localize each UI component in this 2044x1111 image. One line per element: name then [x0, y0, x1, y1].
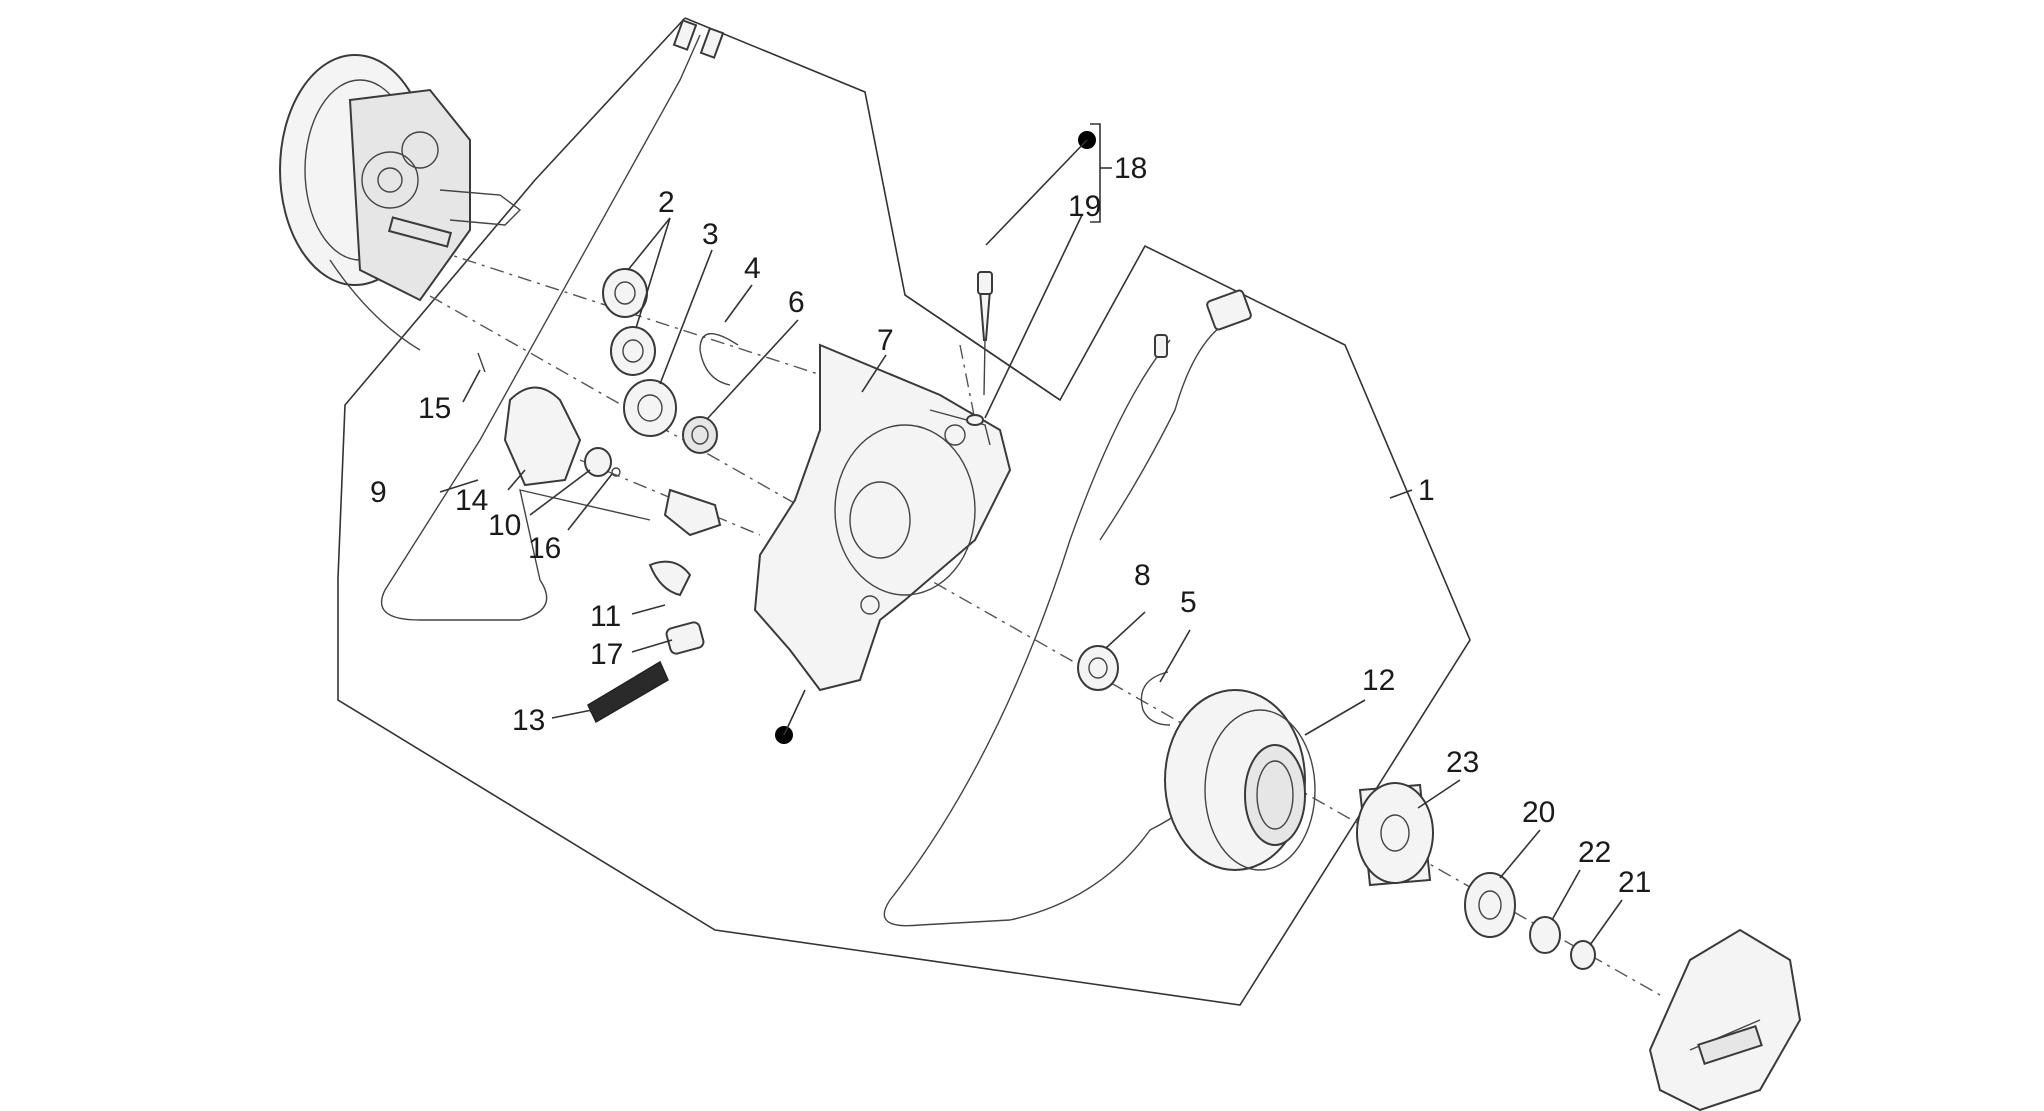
- callout-18: 18: [1114, 152, 1147, 185]
- callout-22: 22: [1578, 836, 1611, 869]
- callout-2: 2: [658, 186, 675, 219]
- nut-21: [1570, 940, 1596, 970]
- stator-cable-plug: [1154, 334, 1168, 358]
- ring-16: [611, 467, 621, 477]
- bearing-2: [602, 268, 656, 376]
- callout-13: 13: [512, 704, 545, 737]
- callout-14: 14: [455, 484, 488, 517]
- generator-cover-housing: [753, 343, 1012, 692]
- circlip-5: [1140, 671, 1171, 726]
- seal-6: [682, 416, 718, 454]
- screw-15: [477, 352, 486, 373]
- washer-22: [1529, 916, 1561, 954]
- clip-11: [648, 560, 692, 597]
- callout-12: 12: [1362, 664, 1395, 697]
- bearing-8: [1077, 645, 1119, 691]
- stator-connector: [1206, 289, 1252, 331]
- stator-12: [1164, 689, 1316, 871]
- outer-cover: [1648, 928, 1802, 1111]
- washer-10: [584, 447, 612, 477]
- dipstick-18: [977, 271, 993, 396]
- assembly-outline-right: [904, 294, 1061, 401]
- callout-15: 15: [418, 392, 451, 425]
- callout-10: 10: [488, 509, 521, 542]
- callout-20: 20: [1522, 796, 1555, 829]
- spring-13: [587, 660, 669, 724]
- callout-19: 19: [1068, 190, 1101, 223]
- o-ring-19: [966, 414, 984, 426]
- callout-11: 11: [590, 600, 621, 633]
- callout-1: 1: [1418, 474, 1435, 507]
- callout-16: 16: [528, 532, 561, 565]
- callout-5: 5: [1180, 586, 1197, 619]
- pump-14: [503, 386, 582, 487]
- callout-labels: 1 2 3 4 5 6 7 8 9 10 11 12 13 14 15 16 1…: [370, 152, 1651, 899]
- callout-4: 4: [744, 252, 761, 285]
- bearing-3: [623, 379, 677, 437]
- callout-8: 8: [1134, 559, 1151, 592]
- callout-9: 9: [370, 476, 387, 509]
- stator-cable-2: [1099, 319, 1231, 541]
- connector-17: [665, 621, 705, 655]
- callout-7: 7: [877, 324, 894, 357]
- circlip-4: [699, 333, 739, 386]
- callout-6: 6: [788, 286, 805, 319]
- rotor-23: [1356, 782, 1434, 887]
- callout-23: 23: [1446, 746, 1479, 779]
- gear-20: [1464, 872, 1516, 938]
- callout-21: 21: [1618, 866, 1651, 899]
- wiring-harness-9: [380, 34, 701, 621]
- callout-17: 17: [590, 638, 623, 671]
- harness-connectors: [672, 19, 725, 59]
- sensor: [663, 488, 722, 537]
- bracket-18-19: [1090, 123, 1101, 223]
- leader-lines: [439, 139, 1623, 946]
- stator-cable: [883, 339, 1201, 927]
- axis-line-vertical: [959, 344, 976, 421]
- engine-block: [279, 54, 522, 351]
- callout-3: 3: [702, 218, 719, 251]
